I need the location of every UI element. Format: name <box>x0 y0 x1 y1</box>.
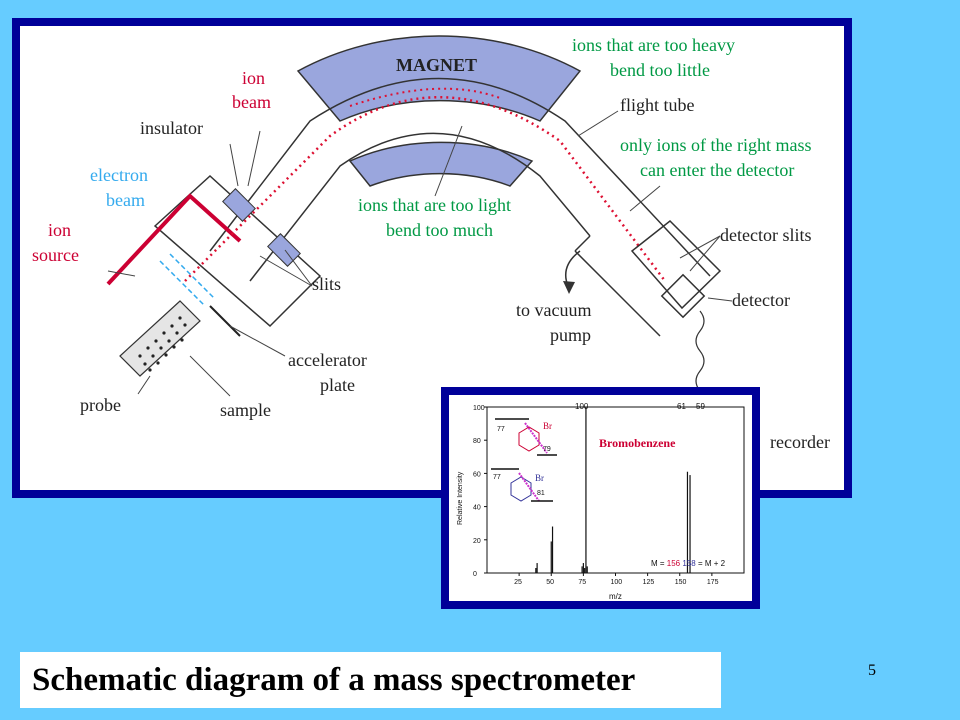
right-mass-label-line1: only ions of the right mass <box>620 135 812 155</box>
peak-label-59: 59 <box>696 402 705 411</box>
peak-label-100: 100 <box>575 402 589 411</box>
slide-caption: Schematic diagram of a mass spectrometer <box>32 662 636 698</box>
light-ions-label-line2: bend too much <box>386 220 493 240</box>
spectrum-ticks: 25 50 75 100 125 150 175 0 20 40 60 80 100 <box>473 405 719 586</box>
detector-box <box>660 273 706 319</box>
heavy-ions-label-line1: ions that are too heavy <box>572 35 735 55</box>
detector-slits-label: detector slits <box>720 225 811 245</box>
electron-beam <box>159 253 216 307</box>
svg-text:77: 77 <box>497 426 505 433</box>
m-annotation: M = 156 158 = M + 2 <box>651 559 726 568</box>
diagram-frame: MAGNET ions that are too heavy bend too … <box>12 18 852 498</box>
y-tick-label-80: 80 <box>473 438 481 445</box>
fragment-structure-bottom: 77 Br 81 <box>491 468 553 502</box>
electron-beam-label-line1: electron <box>90 165 148 185</box>
ion-source-label-line1: ion <box>48 220 71 240</box>
x-tick-label-125: 125 <box>643 579 655 586</box>
light-ions-label-line1: ions that are too light <box>358 195 511 215</box>
x-tick-label-150: 150 <box>675 579 687 586</box>
heavy-ions-label-line2: bend too little <box>610 60 710 80</box>
slits-label: slits <box>312 274 341 294</box>
x-tick-label-175: 175 <box>707 579 719 586</box>
spectrum-title: Bromobenzene <box>599 436 676 450</box>
y-tick-label-0: 0 <box>473 571 477 578</box>
mass-spectrometer-diagram: MAGNET ions that are too heavy bend too … <box>32 35 830 452</box>
x-tick-label-50: 50 <box>546 579 554 586</box>
ion-beam-path <box>184 95 666 282</box>
insulator-label: insulator <box>140 118 203 138</box>
probe <box>119 300 201 377</box>
sample-label: sample <box>220 400 271 420</box>
flight-tube <box>209 77 711 337</box>
x-tick-label-75: 75 <box>578 579 586 586</box>
ion-source-label-line2: source <box>32 245 79 265</box>
peak-label-61: 61 <box>677 402 686 411</box>
x-tick-label-100: 100 <box>611 579 623 586</box>
spectrum-ylabel: Relative Intensity <box>457 471 464 525</box>
slit-upper <box>222 188 256 222</box>
y-tick-label-40: 40 <box>473 505 481 512</box>
magnet-label: MAGNET <box>396 55 477 75</box>
svg-text:Br: Br <box>535 473 544 483</box>
vacuum-outlet <box>574 235 591 252</box>
magnet-lower-pole <box>348 141 534 187</box>
vacuum-arrow-head <box>563 281 575 294</box>
spectrum-bars <box>535 407 691 573</box>
vacuum-label-line1: to vacuum <box>516 300 591 320</box>
slide-number: 5 <box>868 662 876 679</box>
probe-label: probe <box>80 395 121 415</box>
spectrum-xlabel: m/z <box>609 592 622 601</box>
fragment-structure-top: 77 Br 79 <box>495 418 557 456</box>
slit-lower <box>267 233 301 267</box>
detector-label: detector <box>732 290 790 310</box>
x-tick-label-25: 25 <box>514 579 522 586</box>
vacuum-label-line2: pump <box>550 325 591 345</box>
spectrum-panel: 25 50 75 100 125 150 175 0 20 40 60 80 100 Relative … <box>441 387 760 609</box>
mass-spectrum-chart: 25 50 75 100 125 150 175 0 20 40 60 80 100 Relative … <box>449 395 752 601</box>
svg-text:79: 79 <box>543 446 551 453</box>
y-tick-label-100: 100 <box>473 405 485 412</box>
vacuum-arrow <box>565 250 581 287</box>
detector-slit-housing <box>630 219 722 310</box>
caption-box: Schematic diagram of a mass spectrometer <box>20 652 721 708</box>
y-tick-label-60: 60 <box>473 471 481 478</box>
ion-beam-label-line1: ion <box>242 68 265 88</box>
svg-text:77: 77 <box>493 474 501 481</box>
electron-beam-label-line2: beam <box>106 190 145 210</box>
accelerator-plate <box>209 305 241 337</box>
right-mass-label-line2: can enter the detector <box>640 160 794 180</box>
ion-source-housing <box>153 174 322 328</box>
heavy-ion-path <box>349 87 501 107</box>
recorder-label: recorder <box>770 432 830 452</box>
flight-tube-label: flight tube <box>620 95 695 115</box>
sample-dots <box>138 316 187 372</box>
svg-text:81: 81 <box>537 490 545 497</box>
ion-beam-label-line2: beam <box>232 92 271 112</box>
y-tick-label-20: 20 <box>473 538 481 545</box>
accelerator-label-line1: accelerator <box>288 350 367 370</box>
accelerator-label-line2: plate <box>320 375 355 395</box>
svg-text:Br: Br <box>543 421 552 431</box>
ion-source-bracket <box>106 193 242 286</box>
leader-lines <box>107 110 733 397</box>
